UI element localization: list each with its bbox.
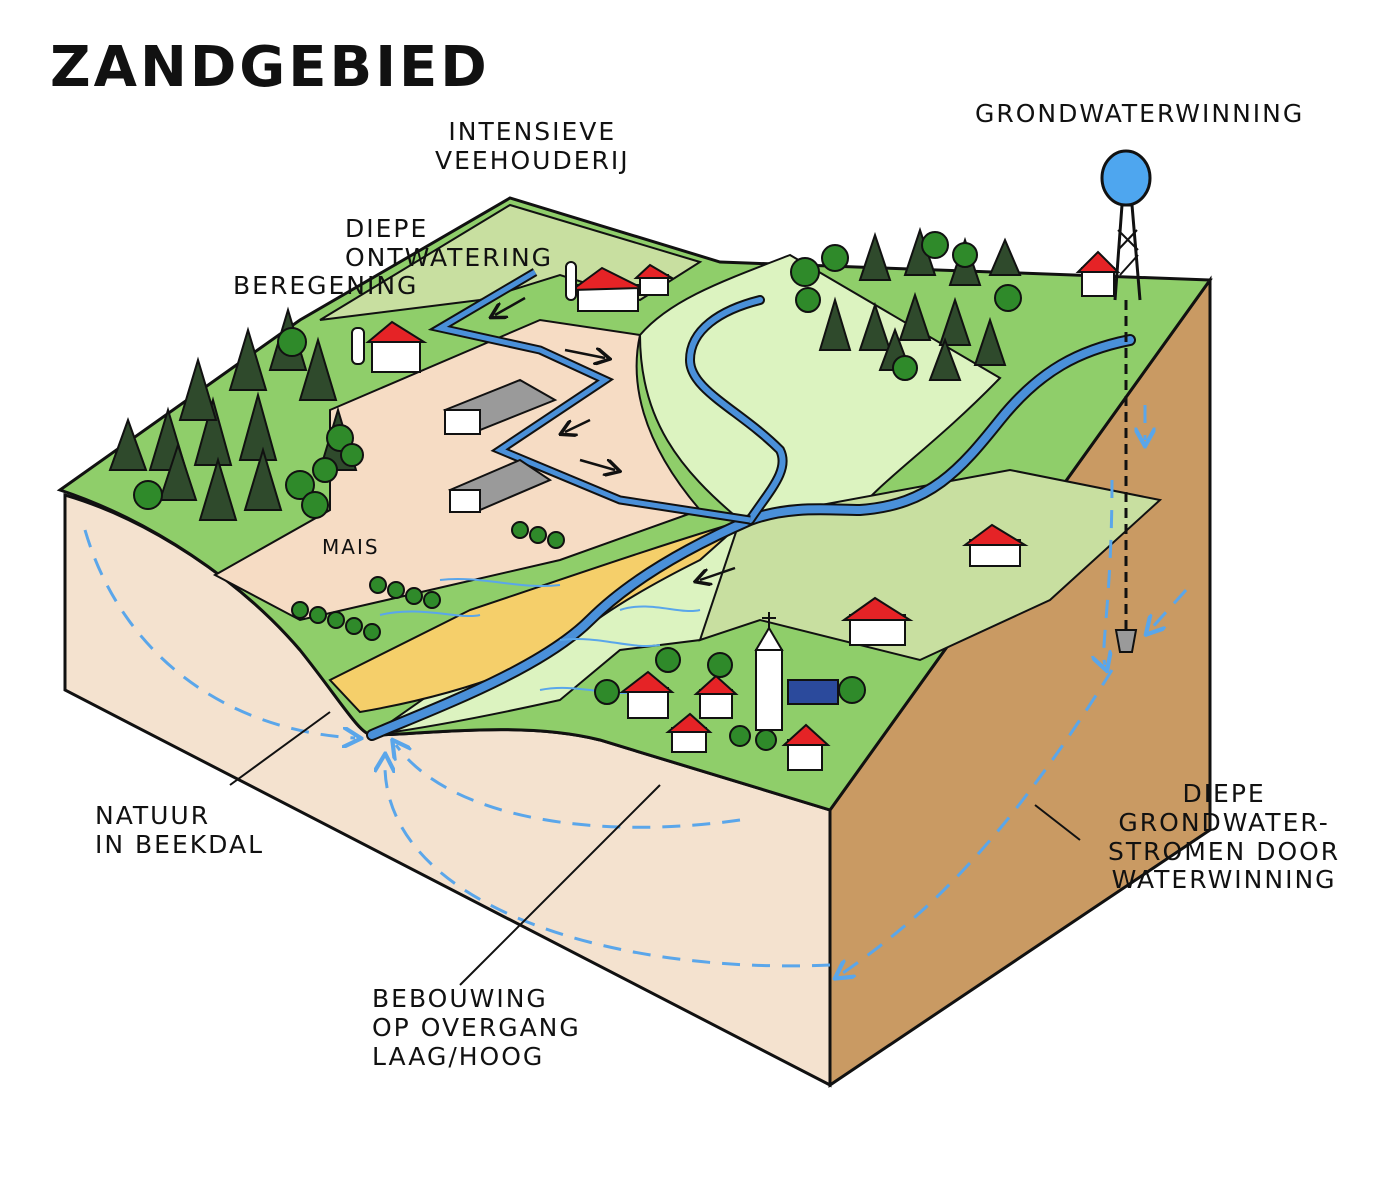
forest-right-deciduous <box>790 231 1022 381</box>
label-diepe-ontwatering: DIEPE ONTWATERING <box>345 214 554 272</box>
label-natuur-in-beekdal: NATUUR IN BEEKDAL <box>95 801 264 859</box>
farm-beregening <box>351 320 428 373</box>
label-mais: MAIS <box>322 535 380 559</box>
drainage-arrows <box>495 296 736 580</box>
water-tower <box>1075 149 1152 653</box>
leader-lines <box>229 711 1081 986</box>
label-beregening: BEREGENING <box>233 271 419 300</box>
forest-left <box>108 306 358 521</box>
label-intensieve-veehouderij: INTENSIEVE VEEHOUDERIJ <box>435 117 630 175</box>
village-trees <box>594 647 866 751</box>
forest-left-deciduous <box>133 327 364 519</box>
pasture-east <box>698 468 1163 662</box>
label-grondwaterwinning: GRONDWATERWINNING <box>975 99 1305 128</box>
farm-east <box>840 523 1029 646</box>
label-diepe-grondwaterstromen: DIEPE GRONDWATER- STROMEN DOOR WATERWINN… <box>1108 779 1341 895</box>
diagram-title: ZANDGEBIED <box>50 35 490 100</box>
tree-rows <box>291 521 565 641</box>
forest-right <box>818 226 1022 381</box>
barns-intensive <box>442 378 558 513</box>
label-bebouwing: BEBOUWING OP OVERGANG LAAG/HOOG <box>372 984 581 1071</box>
heath-strip <box>328 519 746 714</box>
farm-intensive-north <box>565 261 676 312</box>
village <box>619 612 839 771</box>
stream <box>366 295 1136 741</box>
